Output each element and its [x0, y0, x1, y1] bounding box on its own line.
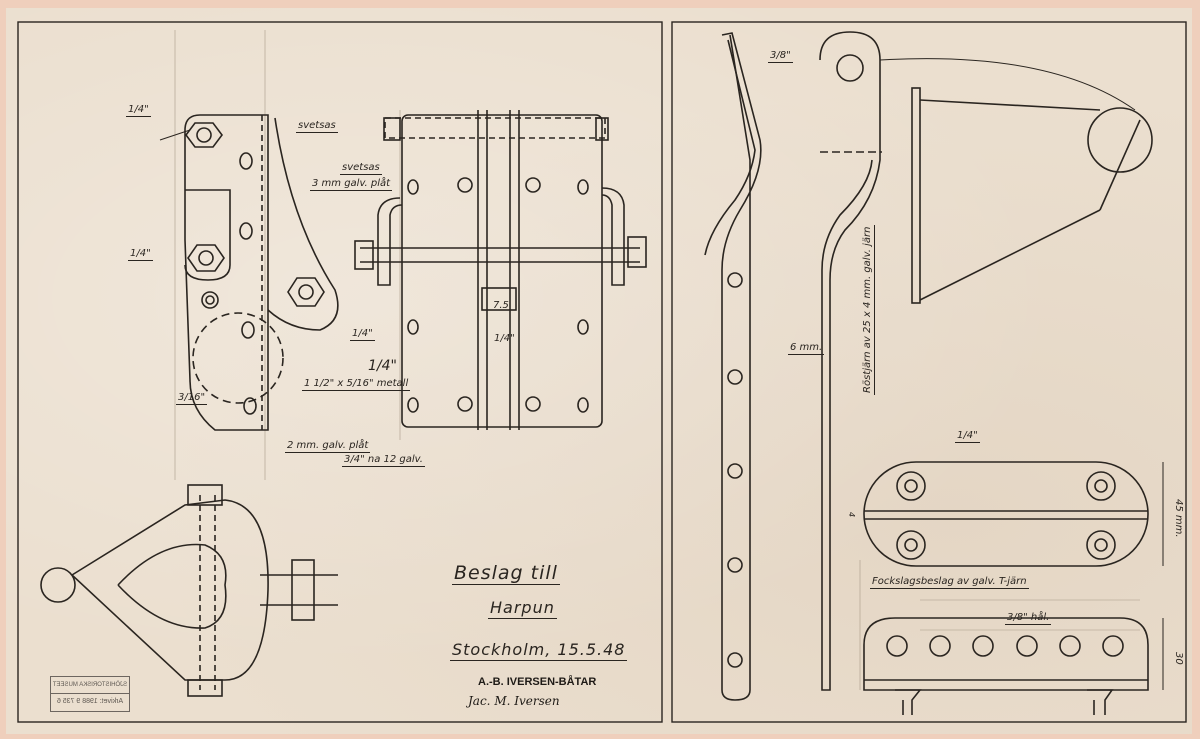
label-plate-2mm: 2 mm. galv. plåt	[285, 440, 371, 453]
label-dim-75: 7.5	[493, 300, 509, 311]
label-dim-4: 4	[847, 512, 856, 518]
signature: Jac. M. Iversen	[468, 694, 560, 708]
label-bolt-top: 1/4"	[126, 104, 151, 117]
label-rod-thickness: 3/8"	[768, 50, 793, 63]
label-metal-disc: 1 1/2" x 5/16" metall	[302, 378, 411, 391]
fitting-plan	[863, 461, 1164, 567]
fitting-elevation	[863, 617, 1164, 715]
stamp-line-1: SJÖHISTORISKA MUSEET	[51, 677, 129, 694]
title-line-1: Beslag till	[452, 562, 560, 585]
rod-side-view	[704, 32, 762, 701]
label-screws: 3/4" na 12 galv.	[342, 454, 425, 467]
label-plate-bolt: 1/4"	[955, 430, 980, 443]
label-hole-6mm: 6 mm.	[788, 342, 825, 355]
front-view-plate	[354, 110, 647, 430]
title-line-2: Harpun	[488, 598, 557, 619]
label-holes: 3/8" hål.	[1005, 612, 1052, 625]
construction-lines	[174, 30, 1140, 690]
label-rod-material: Röstjärn av 25 x 4 mm. galv. järn	[862, 224, 875, 395]
label-pin: 3/16"	[176, 392, 208, 405]
label-weld-2: svetsas	[340, 162, 382, 175]
top-view-eye	[40, 484, 338, 697]
label-weld-1: svetsas	[296, 120, 338, 133]
rod-face-view	[819, 31, 882, 691]
firm-name: A.-B. IVERSEN-BÅTAR	[478, 676, 597, 688]
label-fitting: Fockslagsbeslag av galv. T-järn	[870, 576, 1029, 589]
label-dim-45: 45 mm.	[1173, 499, 1184, 538]
label-bolt-right: 1/4"	[350, 328, 375, 341]
side-view-bracket	[159, 114, 339, 431]
place-date: Stockholm, 15.5.48	[450, 640, 628, 661]
archive-stamp: SJÖHISTORISKA MUSEET Arkivet: 1988 9 735…	[50, 676, 130, 712]
stamp-line-2: Arkivet: 1988 9 735 6	[56, 698, 124, 705]
drawing-sheet	[6, 8, 1192, 734]
left-frame	[17, 21, 663, 723]
label-dim-30: 30	[1173, 652, 1184, 665]
mast-detail	[879, 58, 1153, 304]
label-bolt-mid: 1/4"	[128, 248, 153, 261]
label-plate-3mm: 3 mm galv. plåt	[310, 178, 393, 191]
label-quarter-inch: 1/4"	[368, 358, 397, 374]
right-frame	[671, 21, 1187, 723]
label-dim-quarter: 1/4"	[494, 333, 515, 344]
